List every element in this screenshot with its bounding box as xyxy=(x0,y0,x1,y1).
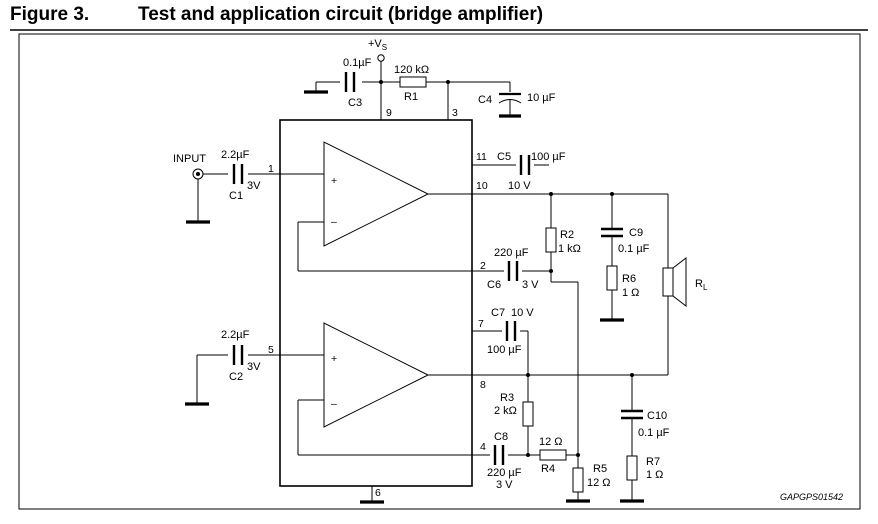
c8-rating: 3 V xyxy=(496,479,513,491)
c3-name: C3 xyxy=(348,97,362,109)
r5-value: 12 Ω xyxy=(587,477,611,489)
c8-name: C8 xyxy=(494,431,508,443)
opamp-top-minus-sign: – xyxy=(331,216,337,228)
r1-value: 120 kΩ xyxy=(394,64,429,76)
supply-terminal xyxy=(377,54,385,62)
load-label: RL xyxy=(695,278,708,292)
r7-value: 1 Ω xyxy=(646,469,663,481)
r3-name: R3 xyxy=(500,392,514,404)
resistor-r1 xyxy=(399,76,427,88)
r2-value: 1 kΩ xyxy=(558,243,581,255)
c7-name: C7 xyxy=(491,307,505,319)
c9-name: C9 xyxy=(629,227,643,239)
c3-value: 0.1µF xyxy=(343,57,372,69)
pin-2-label: 2 xyxy=(480,260,486,272)
opamp-top-plus-sign: + xyxy=(331,175,337,187)
figure-number: Figure 3. xyxy=(10,4,90,25)
ic-package xyxy=(279,119,473,487)
c2-rating: 3V xyxy=(247,361,261,373)
r6-value: 1 Ω xyxy=(622,287,639,299)
speaker-icon xyxy=(662,267,674,297)
r2-name: R2 xyxy=(560,229,574,241)
pin-3-label: 3 xyxy=(452,107,458,119)
c10-name: C10 xyxy=(647,410,667,422)
c9-value: 0.1 µF xyxy=(618,243,650,255)
r1-name: R1 xyxy=(404,91,418,103)
c1-rating: 3V xyxy=(247,180,261,192)
figure-title: Test and application circuit (bridge amp… xyxy=(138,4,544,25)
c4-value: 10 µF xyxy=(527,92,556,104)
resistor-r7 xyxy=(626,455,638,481)
c5-name: C5 xyxy=(497,151,511,163)
pin-5-label: 5 xyxy=(268,344,274,356)
figure-frame xyxy=(18,33,861,510)
resistor-r5 xyxy=(572,467,584,493)
pin-9-label: 9 xyxy=(386,107,392,119)
opamp-bottom-minus-sign: – xyxy=(331,398,337,410)
c7-value: 100 µF xyxy=(487,344,522,356)
opamp-bottom xyxy=(323,322,430,428)
c4-name: C4 xyxy=(478,94,492,106)
r6-name: R6 xyxy=(622,273,636,285)
r4-name: R4 xyxy=(541,463,555,475)
pin-10-label: 10 xyxy=(476,180,488,192)
supply-label: +VS xyxy=(368,38,387,52)
c2-name: C2 xyxy=(229,371,243,383)
r7-name: R7 xyxy=(646,456,660,468)
c5-value: 100 µF xyxy=(531,151,566,163)
c2-value: 2.2µF xyxy=(221,329,250,341)
pin-4-label: 4 xyxy=(480,441,486,453)
pin-1-label: 1 xyxy=(268,163,274,175)
c7-rating: 10 V xyxy=(511,307,534,319)
resistor-r6 xyxy=(606,265,618,291)
c6-value: 220 µF xyxy=(494,247,529,259)
c6-rating: 3 V xyxy=(522,279,539,291)
r3-value: 2 kΩ xyxy=(494,405,517,417)
r4-value: 12 Ω xyxy=(539,436,563,448)
input-label: INPUT xyxy=(173,153,206,165)
c6-name: C6 xyxy=(487,279,501,291)
c10-value: 0.1 µF xyxy=(638,427,670,439)
opamp-bottom-plus-sign: + xyxy=(331,353,337,365)
c1-name: C1 xyxy=(229,190,243,202)
pin-7-label: 7 xyxy=(478,318,484,330)
opamp-top xyxy=(323,141,430,247)
pin-11-label: 11 xyxy=(476,151,487,163)
c5-rating: 10 V xyxy=(508,180,531,192)
pin-8-label: 8 xyxy=(480,379,486,391)
r5-name: R5 xyxy=(593,463,607,475)
figure-header: Figure 3. Test and application circuit (… xyxy=(10,4,870,28)
figure-code: GAPGPS01542 xyxy=(780,492,843,502)
resistor-r3 xyxy=(522,401,534,427)
pin-6-label: 6 xyxy=(375,487,381,499)
c1-value: 2.2µF xyxy=(221,149,250,161)
resistor-r4 xyxy=(539,449,567,461)
resistor-r2 xyxy=(545,227,557,253)
c8-value: 220 µF xyxy=(487,467,522,479)
